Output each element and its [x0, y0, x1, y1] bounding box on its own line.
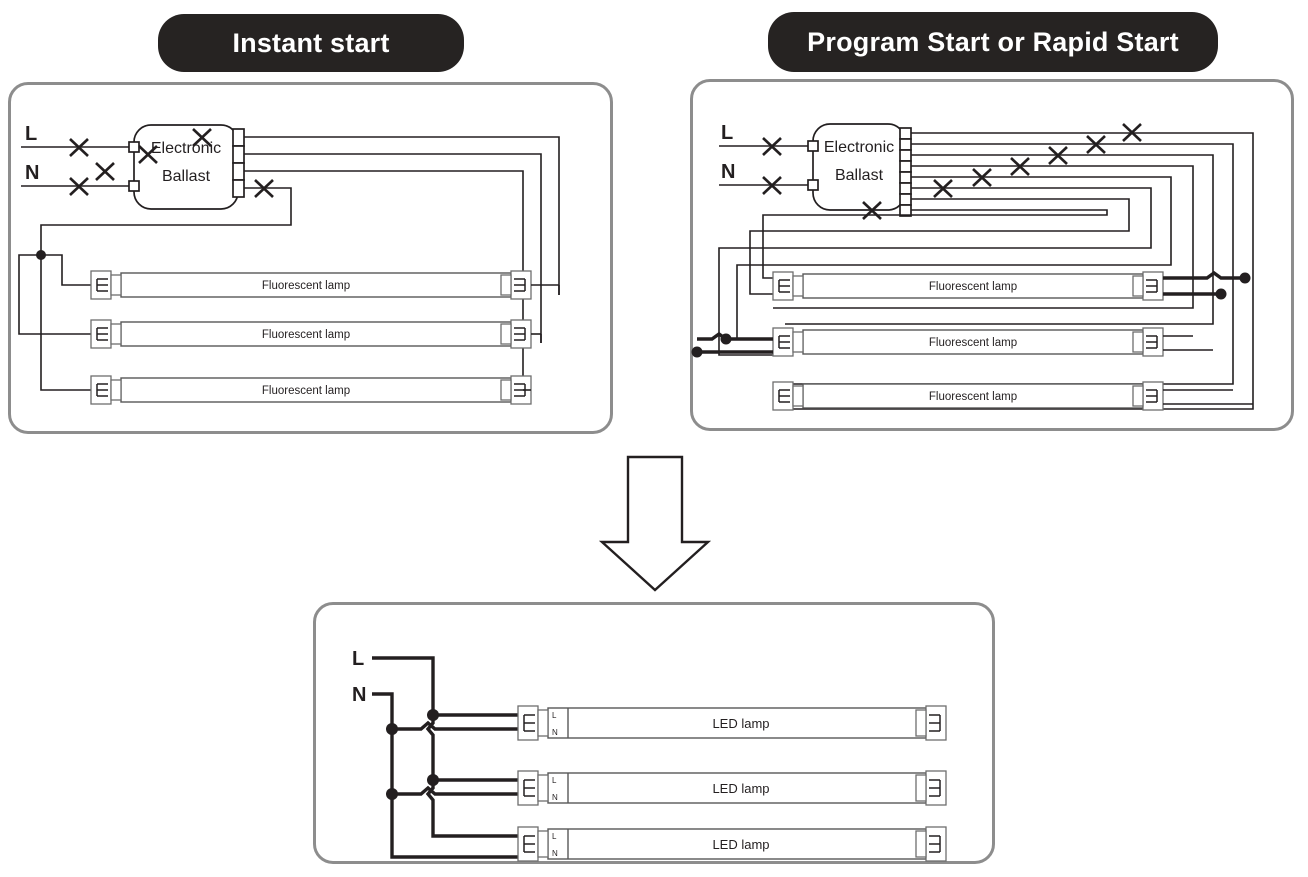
cut-mark-icon-output-3: [1048, 146, 1068, 165]
lamp-label: Fluorescent lamp: [929, 337, 1017, 349]
program-start-schematic: L N Electronic Ballast: [691, 122, 1254, 411]
panel-led-lamp: L N: [313, 602, 995, 864]
cut-mark-icon-output-1: [1122, 123, 1142, 142]
down-arrow-icon: [598, 455, 712, 592]
lamp-label: LED lamp: [712, 716, 769, 731]
cut-mark-icon-mains-N: [69, 177, 89, 196]
panel-program-start: L N Electronic Ballast: [690, 79, 1294, 431]
title-badge-program-start: Program Start or Rapid Start: [768, 12, 1218, 72]
cut-mark-icon-output-2: [1086, 135, 1106, 154]
lamp-row: Fluorescent lamp: [691, 327, 1213, 358]
endcap-terminal-label-N: N: [552, 793, 558, 802]
junction-dot-right-2: [1215, 288, 1227, 300]
ballast-input-terminal-N: [807, 179, 819, 191]
junction-dot-left-1: [720, 333, 732, 345]
electronic-ballast-body: [133, 124, 239, 210]
ballast-input-terminal-L: [128, 141, 140, 153]
cut-mark-icon-mains-N: [762, 176, 782, 195]
line-conductor-wiring: [372, 656, 518, 838]
ballast-label-line1: Electronic: [151, 140, 221, 157]
lamp-row: Fluorescent lamp: [772, 270, 1251, 301]
title-badge-program-start-label: Program Start or Rapid Start: [807, 26, 1179, 57]
panel-instant-start: L N Electronic Ballast: [8, 82, 613, 434]
lamp-label: LED lamp: [712, 837, 769, 852]
junction-dot-L-1: [427, 709, 439, 721]
title-badge-instant-start-label: Instant start: [232, 27, 390, 58]
lamp-left-wiring: [18, 250, 91, 391]
endcap-terminal-label-N: N: [552, 728, 558, 737]
mains-label-N: N: [721, 161, 735, 183]
cut-mark-icon-output-3: [95, 162, 115, 181]
ballast-input-terminal-N: [128, 180, 140, 192]
cut-mark-icon-output-5: [972, 168, 992, 187]
ballast-label-line2: Ballast: [162, 168, 211, 185]
mains-label-N: N: [25, 162, 39, 184]
endcap-terminal-label-L: L: [552, 711, 557, 720]
lamp-row: Fluorescent lamp: [772, 381, 1253, 411]
lamp-label: Fluorescent lamp: [929, 281, 1017, 293]
endcap-terminal-label-L: L: [552, 776, 557, 785]
lamp-label: Fluorescent lamp: [262, 329, 350, 341]
lamp-label: Fluorescent lamp: [262, 280, 350, 292]
ballast-input-terminal-L: [807, 140, 819, 152]
junction-dot-right-1: [1239, 272, 1251, 284]
ballast-label-line1: Electronic: [824, 139, 894, 156]
led-lamp-row: L N LED lamp: [517, 770, 947, 806]
title-badge-instant-start: Instant start: [158, 14, 464, 72]
endcap-terminal-label-N: N: [552, 849, 558, 858]
lamp-label: LED lamp: [712, 781, 769, 796]
cut-mark-icon-mains-L: [69, 138, 89, 157]
led-lamp-row: L N LED lamp: [517, 826, 947, 862]
cut-mark-icon-output-4: [1010, 157, 1030, 176]
ballast-output-terminal-strip: [232, 128, 245, 198]
mains-label-L: L: [352, 648, 364, 670]
ballast-output-terminal-strip: [899, 127, 912, 217]
cut-mark-icon-mains-L: [762, 137, 782, 156]
mains-input-lines: [719, 145, 813, 186]
lamp-row: Fluorescent lamp: [90, 319, 542, 349]
cut-mark-icon-output-6: [933, 179, 953, 198]
mains-label-L: L: [721, 122, 733, 144]
ballast-label-line2: Ballast: [835, 167, 884, 184]
lamp-row: Fluorescent lamp: [90, 375, 532, 405]
cut-mark-icon-output-2: [138, 145, 158, 164]
neutral-conductor-wiring: [372, 692, 518, 859]
cut-mark-icon-output-7: [862, 201, 882, 220]
junction-dot-N-1: [386, 723, 398, 735]
cut-mark-icon-output-1: [192, 128, 212, 147]
led-lamp-row: L N LED lamp: [517, 705, 947, 741]
junction-dot-L-2: [427, 774, 439, 786]
ballast-output-wiring: [40, 136, 560, 392]
led-lamp-schematic: L N: [352, 648, 947, 862]
mains-label-L: L: [25, 123, 37, 145]
lamp-row: Fluorescent lamp: [90, 270, 560, 300]
endcap-terminal-label-L: L: [552, 832, 557, 841]
lamp-label: Fluorescent lamp: [929, 391, 1017, 403]
cut-mark-icon-output-4: [254, 179, 274, 198]
instant-start-schematic: L N Electronic Ballast: [18, 123, 560, 405]
lamp-label: Fluorescent lamp: [262, 385, 350, 397]
mains-label-N: N: [352, 684, 366, 706]
junction-dot-N-2: [386, 788, 398, 800]
